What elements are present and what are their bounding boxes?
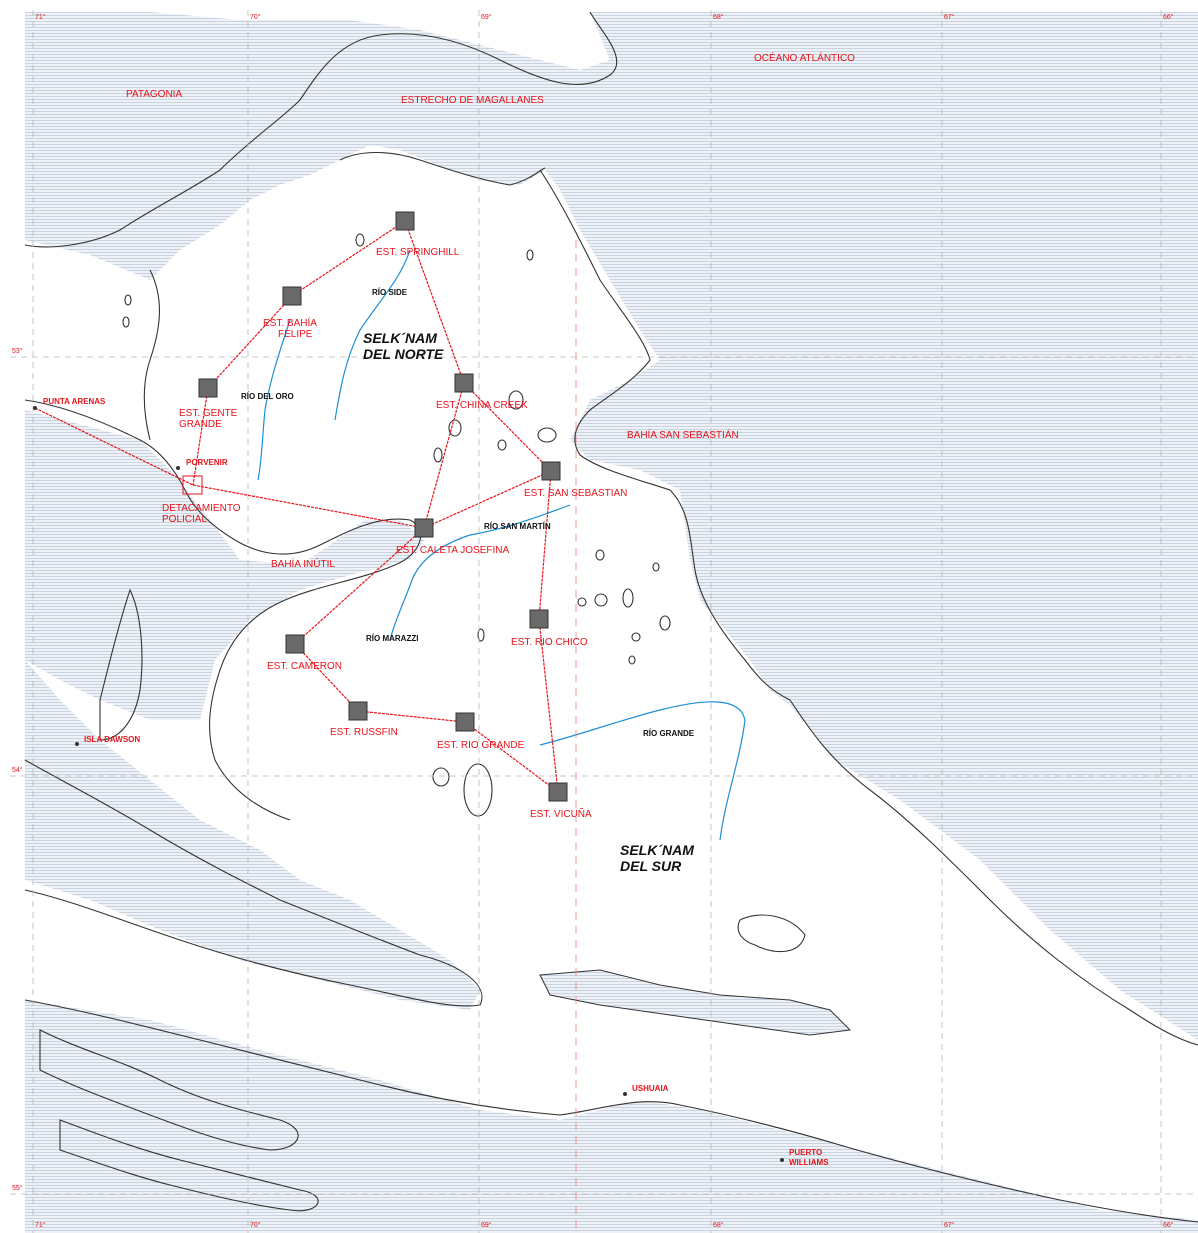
beagle-channel — [25, 1000, 1198, 1233]
region-selknam-norte: SELK´NAM DEL NORTE — [363, 330, 443, 362]
region-sur-line2: DEL SUR — [620, 858, 682, 874]
puerto-williams-line1: PUERTO — [789, 1148, 823, 1157]
lon-label-70: 70° — [250, 14, 261, 21]
lon-label-67: 67° — [944, 14, 955, 21]
lon-label-67-bottom: 67° — [944, 1222, 955, 1229]
label-estrecho: ESTRECHO DE MAGALLANES — [401, 95, 544, 106]
station-rio-chico-marker — [529, 609, 549, 629]
route-lines — [34, 220, 559, 793]
label-bahia-san-sebastian: BAHÍA SAN SEBASTIÁN — [627, 430, 739, 441]
station-gente-grande-marker — [198, 378, 218, 398]
lon-label-69-bottom: 69° — [481, 1222, 492, 1229]
station-springhill-marker — [395, 211, 415, 231]
station-caleta-josefina-marker — [414, 518, 434, 538]
bahia-inutil — [25, 410, 425, 720]
region-selknam-sur: SELK´NAM DEL SUR — [620, 842, 694, 874]
detacamento-line2: POLICIAL — [162, 514, 208, 525]
atlantic-ocean — [25, 12, 1198, 1040]
gente-grande-line2: GRANDE — [179, 419, 222, 430]
label-est-cameron: EST. CAMERON — [267, 661, 343, 672]
puerto-williams-dot — [780, 1158, 784, 1162]
river-side — [334, 249, 411, 421]
stations — [198, 211, 568, 802]
lon-label-66: 66° — [1163, 14, 1174, 21]
graticule — [10, 10, 1198, 1233]
label-rio-grande: RÍO GRANDE — [643, 729, 695, 738]
label-ushuaia: USHUAIA — [632, 1084, 669, 1093]
lat-label-55: 55° — [12, 1185, 23, 1192]
station-vicuna-marker — [548, 782, 568, 802]
label-est-russfin: EST. RUSSFIN — [330, 727, 398, 738]
station-russfin-marker — [348, 701, 368, 721]
label-isla-dawson: ISLA DAWSON — [84, 735, 141, 744]
station-bahia-felipe-marker — [282, 286, 302, 306]
porvenir-dot — [176, 466, 180, 470]
label-puerto-williams: PUERTO WILLIAMS — [789, 1148, 829, 1168]
rivers — [257, 249, 746, 841]
coastlines — [24, 11, 1198, 1223]
label-patagonia: PATAGONIA — [126, 89, 183, 100]
gente-grande-line1: EST. GENTE — [179, 408, 238, 419]
punta-arenas-dot — [33, 406, 37, 410]
label-punta-arenas: PUNTA ARENAS — [43, 397, 106, 406]
western-channels — [25, 660, 480, 1010]
river-grande — [539, 701, 746, 841]
label-rio-side: RÍO SIDE — [372, 288, 408, 297]
lon-label-69: 69° — [481, 14, 492, 21]
label-est-vicuna: EST. VICUÑA — [530, 809, 592, 820]
town-dots — [33, 406, 784, 1162]
lon-label-71-bottom: 71° — [35, 1222, 46, 1229]
lago-fagnano — [539, 969, 852, 1036]
lat-label-54: 54° — [12, 767, 23, 774]
station-rio-grande-marker — [455, 712, 475, 732]
ushuaia-dot — [623, 1092, 627, 1096]
label-porvenir: PORVENIR — [186, 458, 228, 467]
label-est-rio-grande: EST. RIO GRANDE — [437, 740, 525, 751]
label-rio-oro: RÍO DEL ORO — [241, 392, 294, 401]
label-est-san-sebastian: EST. SAN SEBASTIAN — [524, 488, 628, 499]
region-norte-line1: SELK´NAM — [363, 330, 437, 346]
label-bahia-inutil: BAHÍA INÚTIL — [271, 559, 335, 570]
bahia-felipe-line2: FELIPE — [278, 329, 313, 340]
label-rio-marazzi: RÍO MARAZZI — [366, 634, 419, 643]
lon-label-68: 68° — [713, 14, 724, 21]
station-san-sebastian-marker — [541, 461, 561, 481]
lon-label-70-bottom: 70° — [250, 1222, 261, 1229]
region-norte-line2: DEL NORTE — [363, 346, 444, 362]
detacamento-policial-marker — [182, 475, 203, 495]
label-est-china-creek: EST. CHINA CREEK — [436, 400, 528, 411]
river-oro — [257, 319, 291, 481]
lat-label-53: 53° — [12, 348, 23, 355]
lon-label-68-bottom: 68° — [713, 1222, 724, 1229]
label-oceano: OCÉANO ATLÁNTICO — [754, 53, 855, 64]
isla-dawson-dot — [75, 742, 79, 746]
label-rio-san-martin: RÍO SAN MARTÍN — [484, 522, 551, 531]
puerto-williams-line2: WILLIAMS — [789, 1158, 829, 1167]
label-est-springhill: EST. SPRINGHILL — [376, 247, 460, 258]
detacamento-line1: DETACAMIENTO — [162, 503, 241, 514]
region-sur-line1: SELK´NAM — [620, 842, 694, 858]
label-est-caleta-josefina: EST. CALETA JOSEFINA — [396, 545, 510, 556]
label-est-bahia-felipe: EST. BAHÍA FELIPE — [263, 318, 317, 340]
bahia-felipe-line1: EST. BAHÍA — [263, 318, 317, 329]
lon-label-71: 71° — [35, 14, 46, 21]
label-est-gente-grande: EST. GENTE GRANDE — [179, 408, 237, 430]
label-est-rio-chico: EST. RIO CHICO — [511, 637, 588, 648]
river-san-martin — [389, 504, 571, 641]
label-detacamento-policial: DETACAMIENTO POLICIAL — [162, 503, 241, 525]
station-china-creek-marker — [454, 373, 474, 393]
lon-label-66-bottom: 66° — [1163, 1222, 1174, 1229]
station-cameron-marker — [285, 634, 305, 654]
water-areas — [25, 12, 1198, 1233]
